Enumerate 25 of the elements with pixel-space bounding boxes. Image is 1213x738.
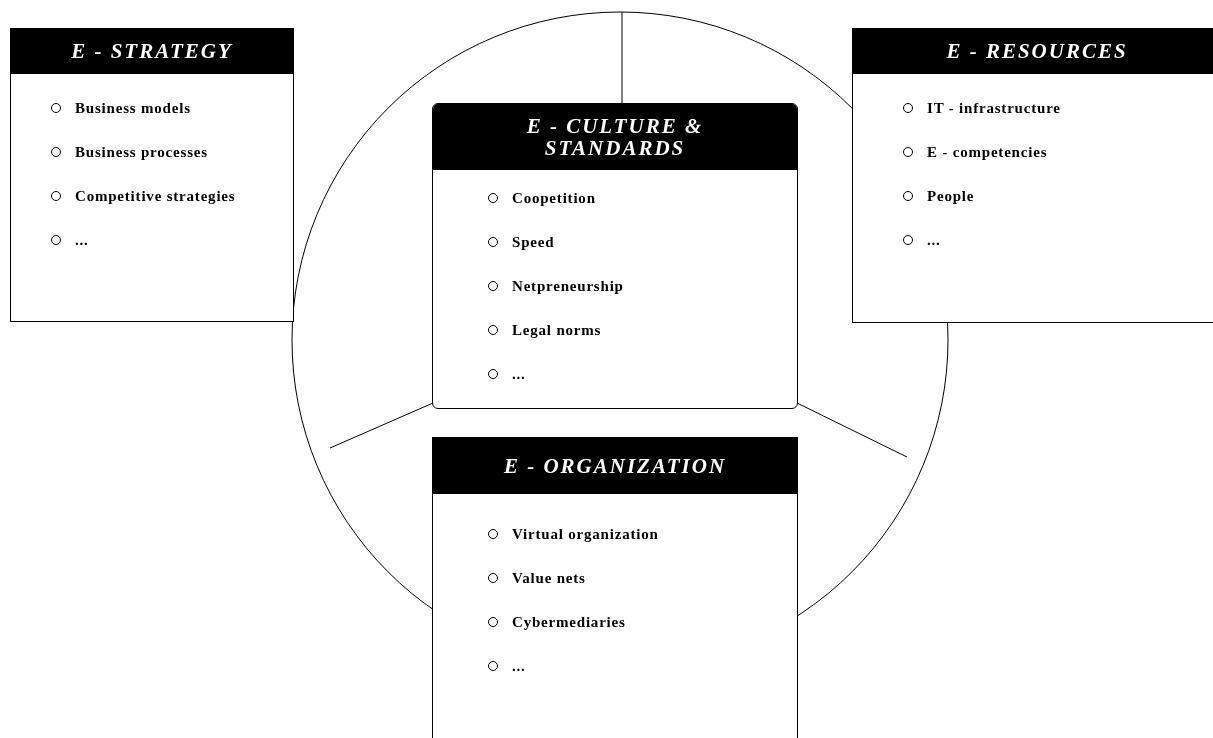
heading-bar: E - ORGANIZATION xyxy=(433,438,797,494)
list-item: Virtual organization xyxy=(512,525,659,543)
list-item: E - competencies xyxy=(927,143,1048,161)
list-item: Business models xyxy=(75,99,191,117)
category-box xyxy=(852,28,1213,323)
list-item: Legal norms xyxy=(512,321,602,339)
list-item: Value nets xyxy=(512,569,586,587)
list-item: ... xyxy=(75,231,89,249)
category-box xyxy=(10,28,294,322)
heading-bar: E - STRATEGY xyxy=(11,29,293,74)
list-item: Speed xyxy=(512,233,555,251)
list-item: People xyxy=(927,187,975,205)
list-item: ... xyxy=(512,365,526,383)
list-item: ... xyxy=(927,231,941,249)
heading-bar: E - CULTURE & STANDARDS xyxy=(433,104,797,170)
list-item: ... xyxy=(512,657,526,675)
list-item: Netpreneurship xyxy=(512,277,624,295)
list-item: IT - infrastructure xyxy=(927,99,1061,117)
list-item: Cybermediaries xyxy=(512,613,626,631)
category-box xyxy=(432,437,798,738)
heading-bar: E - RESOURCES xyxy=(853,29,1213,74)
list-item: Competitive strategies xyxy=(75,187,236,205)
category-box xyxy=(432,103,798,409)
list-item: Coopetition xyxy=(512,189,596,207)
list-item: Business processes xyxy=(75,143,208,161)
